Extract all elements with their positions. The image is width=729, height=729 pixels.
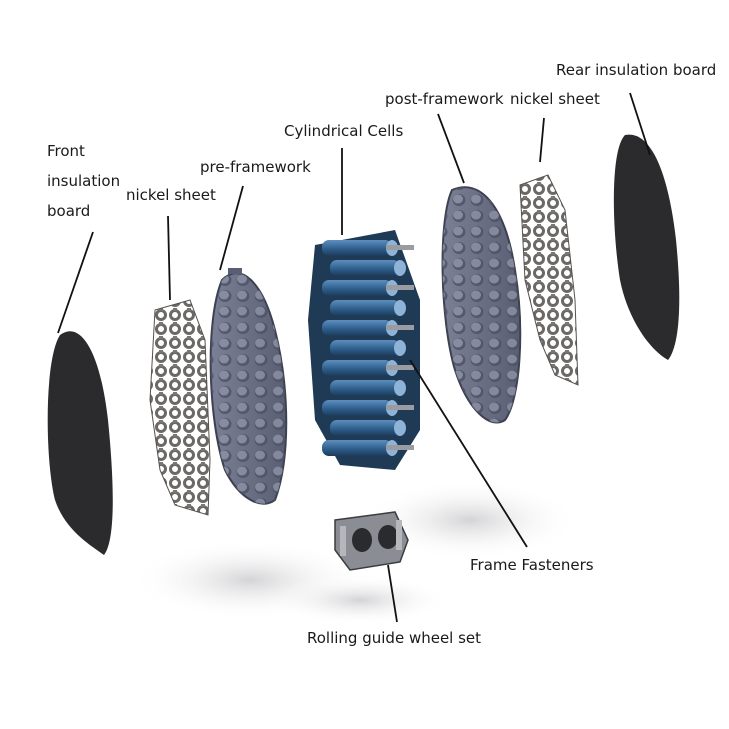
battery-cell — [322, 400, 392, 416]
pre-framework — [209, 268, 288, 505]
battery-cell — [322, 320, 392, 336]
floor-shadow — [360, 480, 580, 560]
leader-frame-fasteners — [409, 359, 528, 548]
label-nickel-sheet-left: nickel sheet — [126, 186, 216, 204]
frame-fastener — [386, 405, 414, 410]
battery-cell-cap — [394, 300, 406, 316]
leader-front-insulation-board — [57, 231, 94, 334]
battery-cell-cap — [394, 260, 406, 276]
rolling-guide-wheel-set — [334, 511, 409, 571]
leader-post-framework — [437, 113, 465, 184]
cylindrical-cells — [308, 230, 420, 470]
battery-cell — [322, 240, 392, 256]
front-insulation-board — [47, 331, 113, 555]
battery-cell — [322, 360, 392, 376]
label-rolling-guide-wheel-set: Rolling guide wheel set — [307, 629, 482, 647]
label-front-insulation-board: Front insulation board — [47, 142, 121, 220]
battery-cell — [322, 280, 392, 296]
nickel-sheet-left — [149, 299, 211, 516]
label-rear-insulation-board: Rear insulation board — [556, 61, 717, 79]
floor-shadow — [270, 575, 450, 625]
label-pre-framework: pre-framework — [200, 158, 311, 176]
label-frame-fasteners: Frame Fasteners — [470, 556, 594, 574]
battery-cell — [330, 380, 400, 396]
label-nickel-sheet-right: nickel sheet — [510, 90, 600, 108]
battery-cell-cap — [394, 380, 406, 396]
leader-nickel-sheet-right — [539, 117, 545, 163]
nickel-sheet-right — [519, 174, 579, 386]
battery-cell — [330, 260, 400, 276]
frame-fastener — [386, 245, 414, 250]
battery-cell-cap — [394, 420, 406, 436]
frame-fastener — [386, 285, 414, 290]
frame-fastener — [386, 445, 414, 450]
label-cylindrical-cells: Cylindrical Cells — [284, 122, 404, 140]
battery-cell — [330, 340, 400, 356]
frame-fastener — [386, 365, 414, 370]
leader-rear-insulation-board — [629, 92, 651, 156]
battery-cell — [322, 440, 392, 456]
rear-insulation-board — [613, 134, 680, 360]
battery-cell-cap — [394, 340, 406, 356]
post-framework — [441, 186, 522, 424]
leader-pre-framework — [219, 185, 244, 271]
label-post-framework: post-framework — [385, 90, 504, 108]
leader-nickel-sheet-left — [167, 215, 171, 301]
battery-cell — [330, 300, 400, 316]
frame-fastener — [386, 325, 414, 330]
leader-rolling-guide-wheel-set — [387, 564, 398, 623]
battery-cell — [330, 420, 400, 436]
